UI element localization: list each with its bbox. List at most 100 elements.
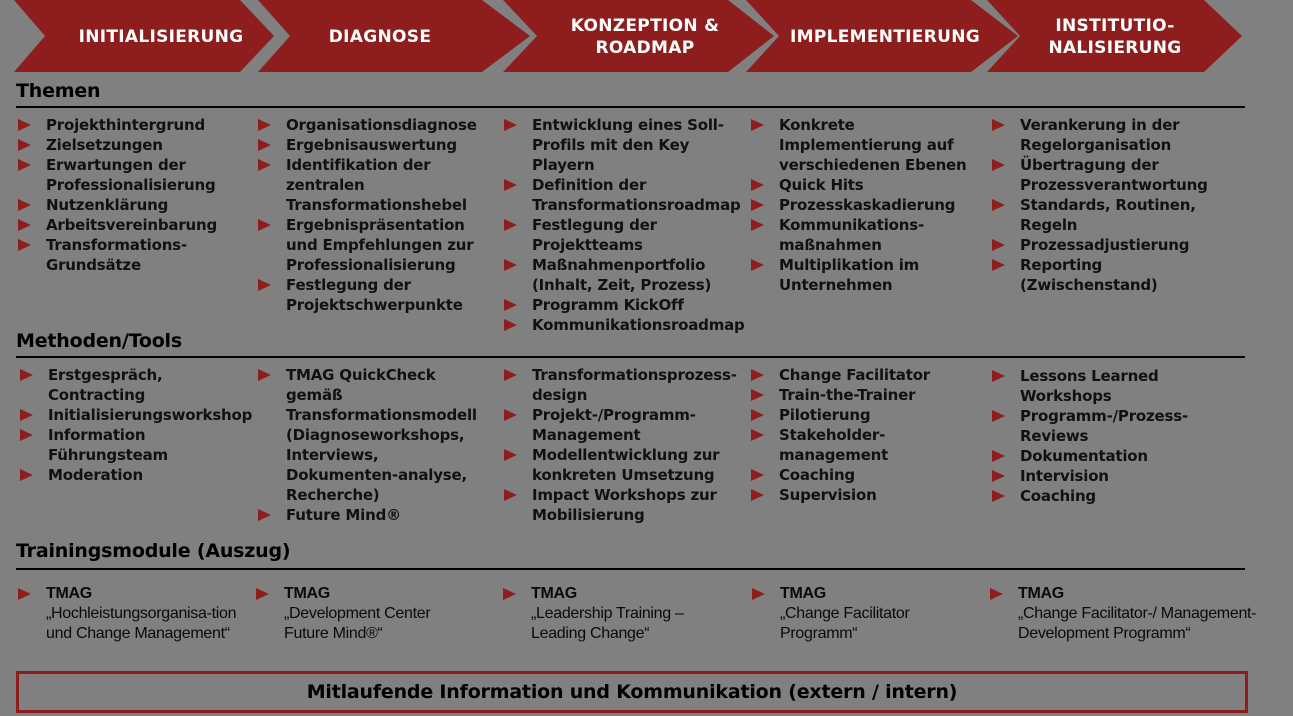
triangle-bullet-icon	[504, 179, 517, 191]
phase-chevron-1	[14, 0, 274, 72]
list-item: Stakeholder-management	[749, 425, 919, 465]
list-item: Definition der Transformationsroadmap	[502, 175, 741, 215]
phase-chevron-3	[503, 0, 774, 72]
triangle-bullet-icon	[258, 139, 271, 151]
triangle-bullet-icon	[20, 469, 33, 481]
triangle-bullet-icon	[751, 389, 764, 401]
list-item: Supervision	[749, 485, 984, 505]
triangle-bullet-icon	[504, 299, 517, 311]
methoden-column-1: Erstgespräch, Contracting Initialisierun…	[18, 365, 258, 485]
list-item: Train-the-Trainer	[749, 385, 984, 405]
list-item: Ergebnisauswertung	[256, 135, 490, 155]
triangle-bullet-icon	[751, 179, 764, 191]
triangle-bullet-icon	[20, 369, 33, 381]
triangle-bullet-icon	[258, 369, 271, 381]
triangle-bullet-icon	[751, 429, 764, 441]
list-item: Programm KickOff	[502, 295, 752, 315]
training-module-5: TMAG„Change Facilitator-/ Management- De…	[988, 584, 1268, 644]
triangle-bullet-icon	[504, 409, 517, 421]
triangle-bullet-icon	[752, 588, 765, 600]
list-item: Verankerung in der Regelorganisation	[990, 115, 1210, 155]
triangle-bullet-icon	[256, 588, 269, 600]
triangle-bullet-icon	[18, 139, 31, 151]
triangle-bullet-icon	[992, 450, 1005, 462]
list-item: Projekthintergrund	[16, 115, 256, 135]
list-item: Kommunikationsroadmap	[502, 315, 752, 335]
list-item: Arbeitsvereinbarung	[16, 215, 256, 235]
triangle-bullet-icon	[992, 370, 1005, 382]
methoden-column-3: Transformationsprozess-design Projekt-/P…	[502, 365, 752, 525]
list-item: Prozesskaskadierung	[749, 195, 984, 215]
list-item: TMAG QuickCheck gemäß Transformationsmod…	[256, 365, 491, 505]
triangle-bullet-icon	[504, 259, 517, 271]
section-title-methoden: Methoden/Tools	[16, 330, 182, 352]
triangle-bullet-icon	[18, 199, 31, 211]
triangle-bullet-icon	[504, 319, 517, 331]
list-item: TMAG„Leadership Training – Leading Chang…	[501, 584, 721, 644]
phase-diagnose: DIAGNOSE	[328, 26, 432, 47]
phase-bar: INITIALISIERUNG DIAGNOSE KONZEPTION & RO…	[0, 0, 1293, 73]
list-item: Maßnahmenportfolio (Inhalt, Zeit, Prozes…	[502, 255, 752, 295]
themen-column-1: Projekthintergrund Zielsetzungen Erwartu…	[16, 115, 256, 275]
themen-column-5: Verankerung in der Regelorganisation Übe…	[990, 115, 1250, 295]
themen-column-3: Entwicklung eines Soll-Profils mit den K…	[502, 115, 752, 335]
list-item: Multiplikation im Unternehmen	[749, 255, 949, 295]
triangle-bullet-icon	[992, 159, 1005, 171]
list-item: Moderation	[18, 465, 258, 485]
triangle-bullet-icon	[18, 588, 31, 600]
triangle-bullet-icon	[992, 119, 1005, 131]
list-item: Coaching	[990, 486, 1250, 506]
phase-chevrons	[14, 0, 1242, 72]
list-item: Transformationsprozess-design	[502, 365, 748, 405]
list-item: TMAG„Development Center Future Mind®“	[254, 584, 474, 644]
triangle-bullet-icon	[18, 119, 31, 131]
list-item: Intervision	[990, 466, 1250, 486]
list-item: Übertragung der Prozessverantwortung	[990, 155, 1220, 195]
list-item: TMAG„Change Facilitator-/ Management- De…	[988, 584, 1263, 644]
list-item: Identifikation der zentralen Transformat…	[256, 155, 476, 215]
list-item: Ergebnispräsentation und Empfehlungen zu…	[256, 215, 490, 275]
triangle-bullet-icon	[990, 588, 1003, 600]
section-divider	[16, 106, 1245, 108]
training-module-2: TMAG„Development Center Future Mind®“	[254, 584, 494, 644]
triangle-bullet-icon	[258, 159, 271, 171]
footer-label: Mitlaufende Information und Kommunikatio…	[306, 681, 958, 703]
training-module-4: TMAG„Change Facilitator Programm“	[750, 584, 990, 644]
section-divider	[16, 356, 1245, 358]
triangle-bullet-icon	[992, 199, 1005, 211]
triangle-bullet-icon	[258, 219, 271, 231]
triangle-bullet-icon	[18, 239, 31, 251]
section-title-trainingsmodule: Trainingsmodule (Auszug)	[16, 540, 291, 562]
section-divider	[16, 568, 1245, 570]
methoden-column-5: Lessons Learned Workshops Programm-/Proz…	[990, 366, 1250, 506]
phase-chevron-4	[746, 0, 1018, 72]
phase-konzeption-roadmap: KONZEPTION & ROADMAP	[570, 15, 720, 58]
methoden-column-2: TMAG QuickCheck gemäß Transformationsmod…	[256, 365, 490, 525]
triangle-bullet-icon	[18, 159, 31, 171]
triangle-bullet-icon	[751, 259, 764, 271]
triangle-bullet-icon	[992, 470, 1005, 482]
list-item: Erstgespräch, Contracting	[18, 365, 198, 405]
list-item: Konkrete Implementierung auf verschieden…	[749, 115, 979, 175]
triangle-bullet-icon	[751, 199, 764, 211]
list-item: Transformations-Grundsätze	[16, 235, 206, 275]
triangle-bullet-icon	[751, 119, 764, 131]
list-item: Zielsetzungen	[16, 135, 256, 155]
phase-initialisierung: INITIALISIERUNG	[78, 26, 244, 47]
triangle-bullet-icon	[20, 429, 33, 441]
triangle-bullet-icon	[504, 119, 517, 131]
list-item: Standards, Routinen, Regeln	[990, 195, 1220, 235]
list-item: Future Mind®	[256, 505, 490, 525]
list-item: Lessons Learned Workshops	[990, 366, 1190, 406]
list-item: Information Führungsteam	[18, 425, 208, 465]
triangle-bullet-icon	[751, 409, 764, 421]
triangle-bullet-icon	[751, 219, 764, 231]
triangle-bullet-icon	[18, 219, 31, 231]
triangle-bullet-icon	[504, 489, 517, 501]
triangle-bullet-icon	[751, 369, 764, 381]
triangle-bullet-icon	[751, 489, 764, 501]
list-item: Change Facilitator	[749, 365, 984, 385]
training-module-1: TMAG„Hochleistungsorganisa-tion und Chan…	[16, 584, 256, 644]
list-item: Kommunikations-maßnahmen	[749, 215, 949, 255]
footer-banner: Mitlaufende Information und Kommunikatio…	[16, 671, 1248, 713]
